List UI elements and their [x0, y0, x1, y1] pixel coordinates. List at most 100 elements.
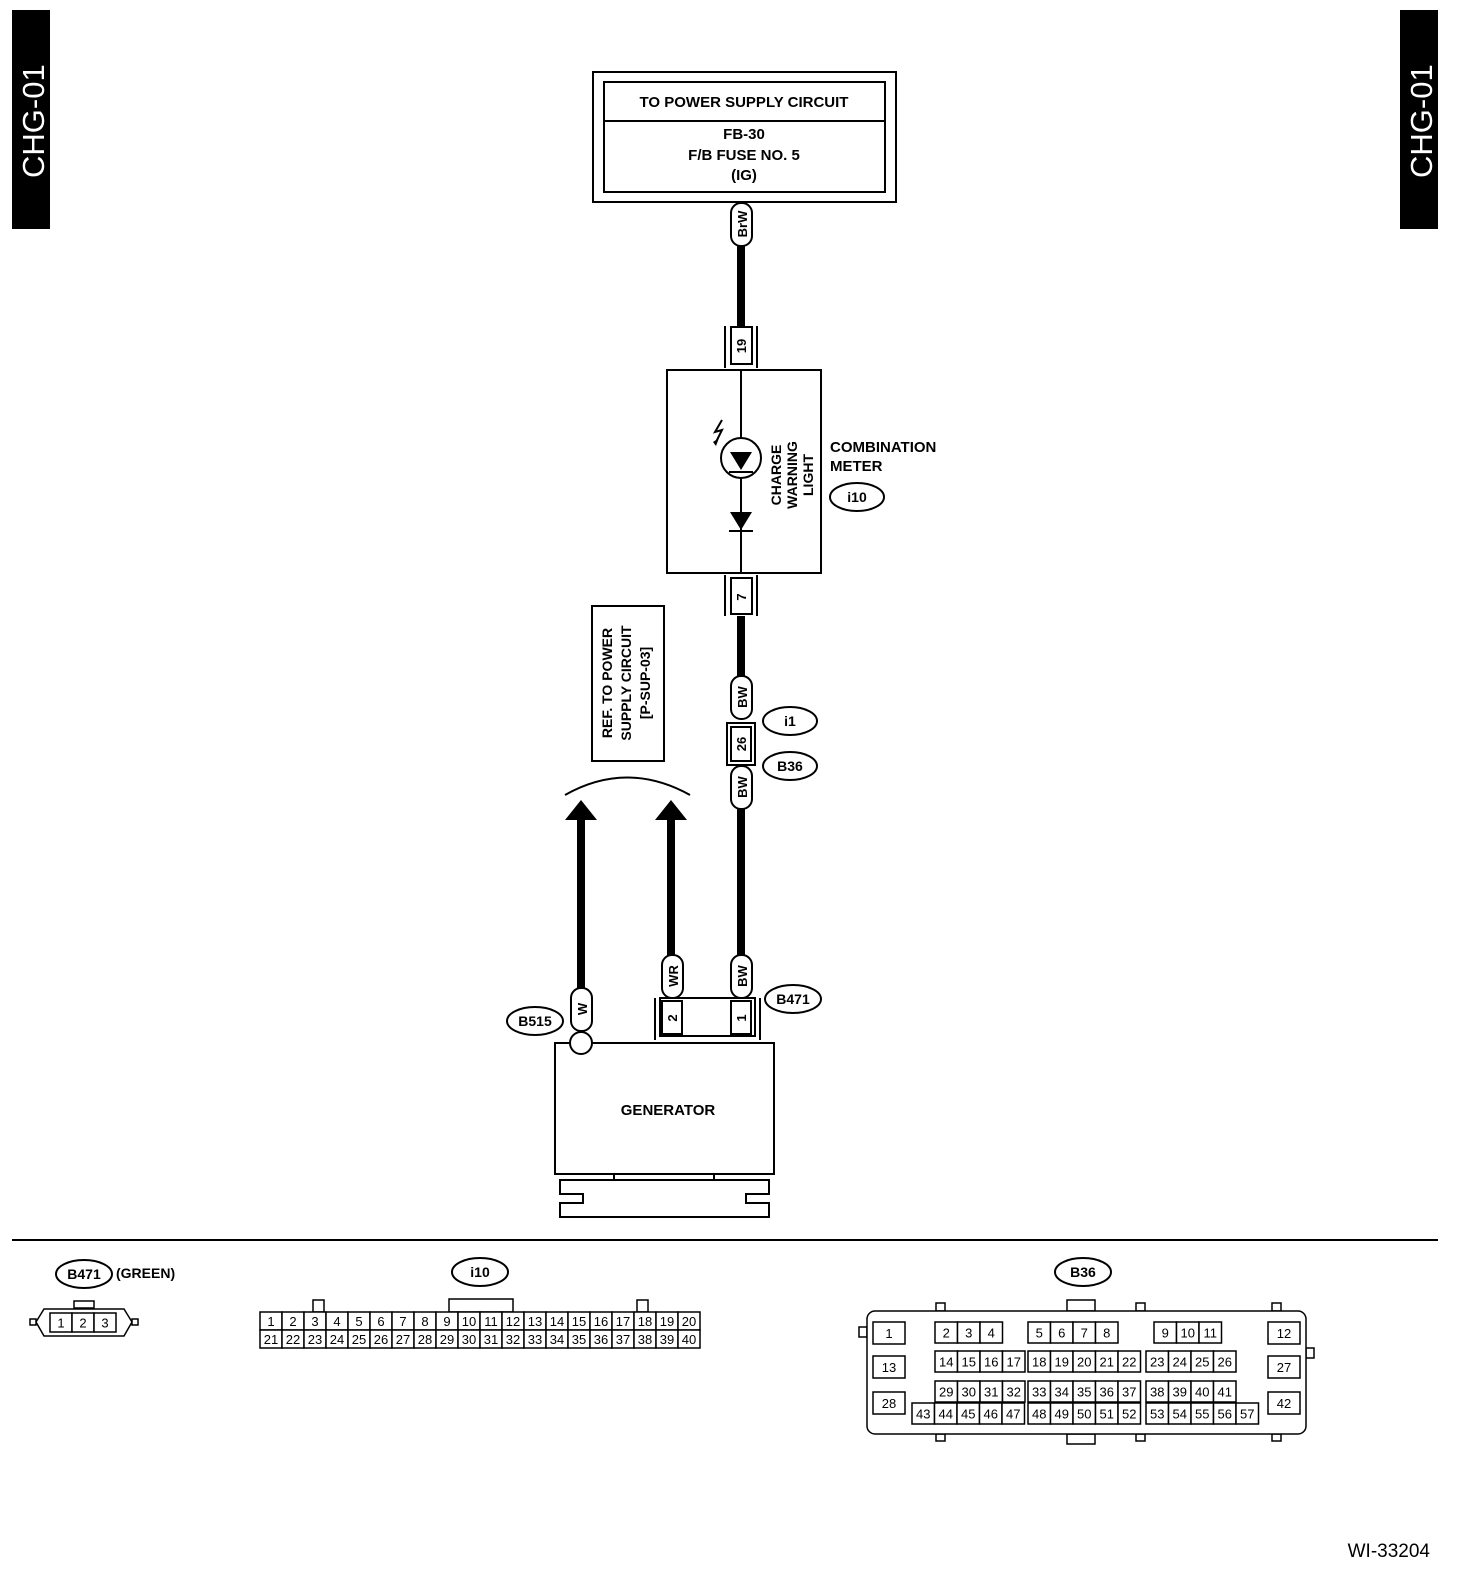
b36-pin-label: 2	[943, 1326, 950, 1341]
wire-label-bw-gen-text: BW	[735, 964, 750, 986]
i10-pin-label: 3	[311, 1314, 318, 1329]
b36-pin-label: 19	[1055, 1355, 1069, 1370]
b36-pin: 4	[979, 1321, 1004, 1344]
i10-pin-label: 12	[506, 1314, 520, 1329]
b36-pin: 24	[1167, 1350, 1192, 1373]
i10-pin: 39	[655, 1329, 679, 1349]
b36-pin-label: 47	[1006, 1407, 1020, 1422]
i10-pin: 4	[325, 1311, 349, 1331]
b36-pin: 35	[1072, 1380, 1097, 1403]
reference-box: REF. TO POWER SUPPLY CIRCUIT [P-SUP-03]	[591, 605, 665, 762]
i10-pin: 21	[259, 1329, 283, 1349]
i10-pin: 14	[545, 1311, 569, 1331]
legend-i10-name: i10	[470, 1264, 490, 1280]
b36-pin: 47	[1001, 1402, 1026, 1425]
diode-icon	[730, 512, 752, 530]
b36-pin: 16	[979, 1350, 1004, 1373]
b36-pin-label: 26	[1218, 1355, 1232, 1370]
b36-pin: 49	[1049, 1402, 1074, 1425]
b471-pin: 2	[71, 1312, 95, 1333]
i10-pin: 2	[281, 1311, 305, 1331]
i10-pin: 13	[523, 1311, 547, 1331]
b36-pin-label: 46	[984, 1407, 998, 1422]
ref-line2: SUPPLY CIRCUIT	[618, 625, 634, 741]
b36-pin: 44	[933, 1402, 958, 1425]
i10-pin-label: 24	[330, 1332, 344, 1347]
legend-b471-color: (GREEN)	[116, 1265, 175, 1281]
i10-pin: 17	[611, 1311, 635, 1331]
b36-pin-label: 40	[1195, 1385, 1209, 1400]
charge-warning-light-line3: LIGHT	[800, 454, 816, 496]
b36-pin-label: 28	[882, 1396, 896, 1411]
i10-connector-tag: i10	[829, 482, 885, 512]
i10-pin: 35	[567, 1329, 591, 1349]
b36-pin-label: 57	[1240, 1407, 1254, 1422]
i10-pin: 34	[545, 1329, 569, 1349]
b36-pin-label: 24	[1173, 1355, 1187, 1370]
i10-pin: 27	[391, 1329, 415, 1349]
left-section-tab: CHG-01	[12, 10, 51, 229]
b36-pin-label: 42	[1277, 1396, 1291, 1411]
b36-pin-label: 34	[1055, 1385, 1069, 1400]
power-supply-fuse: F/B FUSE NO. 5	[688, 147, 800, 164]
wire-label-bw-lower: BW	[730, 765, 753, 810]
i10-pin-label: 14	[550, 1314, 564, 1329]
i10-pin: 24	[325, 1329, 349, 1349]
i10-pin-label: 33	[528, 1332, 542, 1347]
i10-pin-label: 27	[396, 1332, 410, 1347]
b36-pin: 43	[911, 1402, 936, 1425]
wire-label-bw-upper: BW	[730, 675, 753, 720]
power-supply-header: TO POWER SUPPLY CIRCUIT	[640, 94, 849, 111]
pin-26-label: 26	[734, 737, 749, 751]
generator-terminal-icon	[569, 1031, 593, 1055]
b36-pin: 45	[956, 1402, 981, 1425]
i10-pin: 3	[303, 1311, 327, 1331]
b36-pin-label: 9	[1162, 1326, 1169, 1341]
b36-pin-label: 49	[1055, 1407, 1069, 1422]
b36-pin-label: 38	[1150, 1385, 1164, 1400]
i10-pin-label: 18	[638, 1314, 652, 1329]
b36-pin: 31	[979, 1380, 1004, 1403]
b36-pin: 14	[934, 1350, 959, 1373]
i10-pin-label: 17	[616, 1314, 630, 1329]
right-tab-label: CHG-01	[1404, 64, 1439, 178]
b36-pin-label: 56	[1218, 1407, 1232, 1422]
b36-pin-label: 52	[1122, 1407, 1136, 1422]
i10-pin-label: 19	[660, 1314, 674, 1329]
b36-pin-label: 1	[885, 1326, 892, 1341]
pin-7-label: 7	[734, 593, 749, 600]
b36-pin-label: 16	[984, 1355, 998, 1370]
i10-pin-label: 13	[528, 1314, 542, 1329]
b36-pin: 57	[1235, 1402, 1260, 1425]
wire-label-bw-lower-text: BW	[735, 775, 750, 797]
b36-pin-label: 43	[916, 1407, 930, 1422]
i10-pin: 15	[567, 1311, 591, 1331]
b36-pin: 42	[1267, 1391, 1301, 1415]
i10-pin: 31	[479, 1329, 503, 1349]
i10-pin: 7	[391, 1311, 415, 1331]
b36-pin-label: 5	[1036, 1326, 1043, 1341]
i10-pin-label: 25	[352, 1332, 366, 1347]
i10-pin: 18	[633, 1311, 657, 1331]
right-section-tab: CHG-01	[1400, 10, 1439, 229]
figure-id: WI-33204	[1348, 1541, 1431, 1562]
i10-pin-label: 2	[289, 1314, 296, 1329]
b36-pin-label: 31	[984, 1385, 998, 1400]
wire-label-bw-upper-text: BW	[735, 685, 750, 707]
b36-pin-label: 41	[1218, 1385, 1232, 1400]
i10-pin: 29	[435, 1329, 459, 1349]
b36-pin: 7	[1072, 1321, 1097, 1344]
b36-pin: 18	[1027, 1350, 1052, 1373]
b36-pin: 15	[956, 1350, 981, 1373]
b36-pin-label: 37	[1122, 1385, 1136, 1400]
b36-pin-label: 53	[1150, 1407, 1164, 1422]
i10-pin: 33	[523, 1329, 547, 1349]
i10-pin: 26	[369, 1329, 393, 1349]
ref-line3: [P-SUP-03]	[637, 647, 653, 719]
junction-connector: 26	[726, 722, 756, 766]
b36-pin-label: 33	[1032, 1385, 1046, 1400]
b36-connector-tag: B36	[762, 751, 818, 781]
ref-line1: REF. TO POWER	[599, 628, 615, 738]
b471-pin-label: 1	[57, 1316, 64, 1331]
